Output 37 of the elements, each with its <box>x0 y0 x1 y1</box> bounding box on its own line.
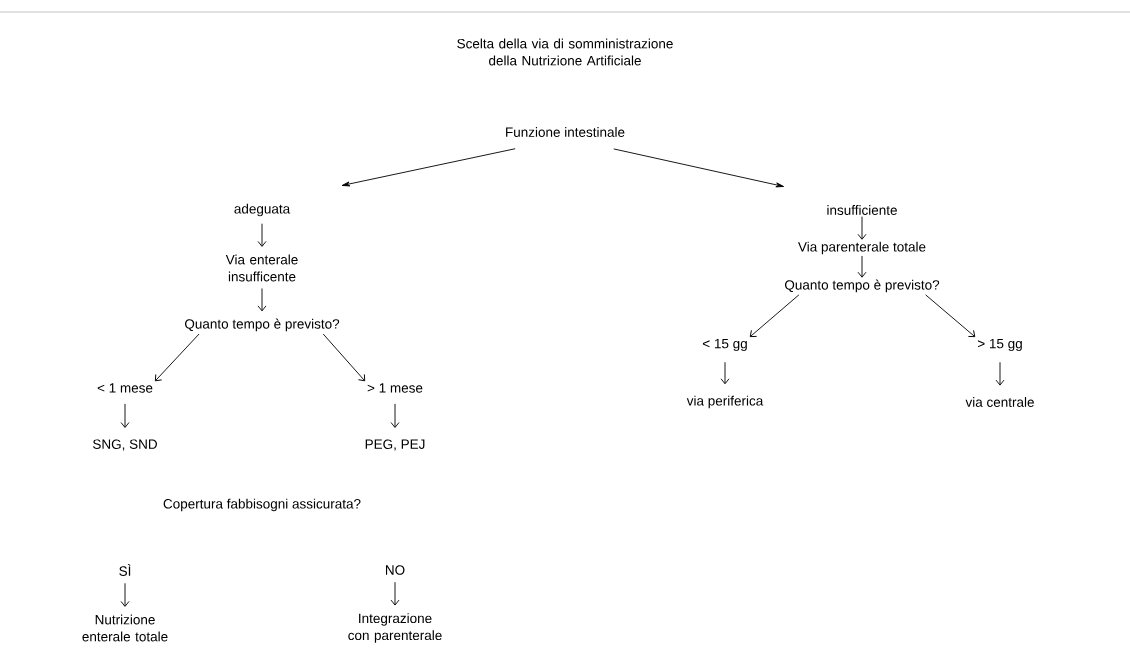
arrow <box>857 216 867 240</box>
flow-text: via periferica <box>686 395 764 409</box>
flow-text: < 15 gg <box>702 338 747 352</box>
flow-text: SÌ <box>119 564 131 576</box>
flow-text: Nutrizione enterale totale <box>82 614 168 642</box>
arrow <box>154 333 200 382</box>
flow-text: > 1 mese <box>367 383 423 393</box>
arrow <box>390 403 400 428</box>
flow-text: SNG, SND <box>93 439 157 451</box>
flow-text: insufficiente <box>827 205 897 215</box>
arrow <box>857 255 867 278</box>
flow-text: Integrazione con parenterale <box>348 613 442 643</box>
flow-text: PEG, PEJ <box>365 439 425 451</box>
flow-text: Quanto tempo è previsto? <box>185 318 340 332</box>
arrow <box>341 148 516 187</box>
question-text: Copertura fabbisogni assicurata? <box>163 498 361 512</box>
arrow <box>120 582 130 607</box>
arrow <box>120 403 130 428</box>
flow-text: NO <box>386 565 405 575</box>
flow-text: via centrale <box>965 397 1034 407</box>
flow-text: > 15 gg <box>977 338 1022 352</box>
arrow <box>257 288 267 312</box>
arrow <box>613 148 785 188</box>
arrow <box>390 581 400 606</box>
title: Scelta della via di somministrazione della Nutrizione Artificiale <box>457 38 673 66</box>
arrow <box>995 361 1005 386</box>
arrow <box>720 361 730 385</box>
flow-text: Funzione intestinale <box>506 127 625 137</box>
flow-text: Via enterale insufficente <box>225 254 298 282</box>
arrow <box>322 333 366 382</box>
flow-text: Quanto tempo è previsto? <box>785 279 940 293</box>
arrow <box>257 223 267 247</box>
flow-text: adeguata <box>234 203 291 217</box>
flow-text: Via parenterale totale <box>798 241 926 255</box>
flow-text: < 1 mese <box>97 383 153 393</box>
arrow <box>925 294 976 338</box>
arrow <box>749 294 800 338</box>
